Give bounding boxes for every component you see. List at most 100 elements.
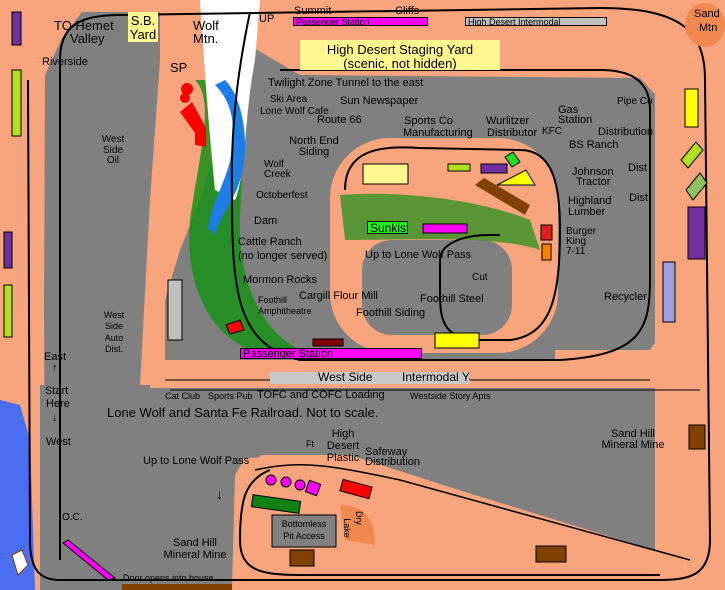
oil-tank [180, 93, 190, 103]
cattle-ranch-1: Cattle Ranch [238, 236, 302, 248]
west-side-auto-3: Auto [104, 333, 124, 343]
wurlitzer-building [480, 163, 508, 174]
wolf-creek-2: Creek [264, 169, 291, 180]
bottomless-pit-1: Bottomless [281, 519, 327, 529]
sand-hill-mine-1a: Sand Hill [610, 428, 656, 440]
north-end-1: North End [289, 135, 339, 147]
recycler-building [662, 261, 676, 323]
dist-2: Dist [629, 192, 648, 204]
dry-lake-2: Lake [341, 518, 352, 538]
ski-area: Ski Area [270, 94, 308, 105]
auto-dist-building [167, 279, 183, 341]
up-to-lone-wolf-pass-1: Up to Lone Wolf Pass [365, 249, 472, 261]
dry-lake-1: Dry [354, 511, 364, 525]
safeway-2: Distribution [365, 456, 421, 468]
twilight-zone-tunnel: Twilight Zone Tunnel to the east [268, 77, 424, 89]
wolf-creek-1: Wolf [264, 159, 284, 170]
west-side: West Side [270, 372, 400, 384]
valley: Valley [70, 31, 105, 46]
staging-yard-line2: (scenic, not hidden) [343, 56, 457, 71]
kfc-building [504, 151, 521, 168]
distribution-building [680, 141, 704, 169]
high-desert-intermodal: High Desert Intermodal [465, 17, 607, 26]
sports-co-1: Sports Co [404, 115, 453, 127]
railroad-title: Lone Wolf and Santa Fe Railroad. Not to … [107, 405, 379, 420]
sports-pub: Sports Pub [208, 391, 253, 401]
wolf-mtn-1: Wolf [193, 18, 219, 33]
sb-yard-block [128, 12, 158, 42]
west-side-oil-2: Side [102, 145, 123, 156]
sand-hill-mine-2b: Mineral Mine [163, 549, 227, 561]
up-to-lone-wolf-pass-2: Up to Lone Wolf Pass [143, 455, 250, 467]
seven-eleven-building [541, 243, 552, 261]
ocean [0, 400, 35, 590]
safeway-1: Safeway [365, 446, 408, 458]
ship-icon [11, 549, 29, 576]
north-end-2: Siding [298, 146, 330, 158]
wurlitzer-2: Distributor [487, 127, 538, 139]
plastic-silo [280, 476, 292, 488]
sports-co-building [447, 163, 471, 172]
distribution: Distribution [598, 126, 654, 138]
johnson-tractor-building [496, 169, 536, 186]
cargill-building [312, 338, 344, 347]
west-side-oil-1: West [101, 134, 125, 145]
passenger-station: Passenger Station [240, 348, 422, 359]
pipe-co-building [684, 88, 699, 128]
sand-hill-mine-2a: Sand Hill [172, 537, 218, 549]
west-side-auto-2: Side [104, 321, 123, 331]
dam: Dam [254, 215, 278, 227]
safeway-building [339, 478, 373, 500]
sb-yard-1: S.B. [130, 13, 156, 28]
sports-co-2: Manufacturing [403, 127, 473, 139]
amphitheatre [225, 319, 245, 335]
recycler: Recycler [604, 291, 647, 303]
johnson-tractor-1: Johnson [572, 166, 614, 178]
plastic-silo [265, 474, 277, 486]
foothill-steel: Foothill Steel [420, 293, 484, 305]
bs-ranch: BS Ranch [569, 139, 619, 151]
inner-magenta-building [422, 223, 468, 234]
floor-lower [40, 385, 700, 590]
foothill-amphitheatre-2: Amphitheatre [258, 306, 312, 316]
up-label: UP [259, 13, 275, 25]
sun-newspaper: Sun Newspaper [340, 95, 419, 107]
oc-label: O.C. [62, 512, 83, 523]
cut: Cut [472, 272, 488, 283]
route-66: Route 66 [317, 114, 362, 126]
sand-mtn [685, 3, 725, 47]
sunkist: Sunkist [367, 221, 408, 234]
riverside-building-4 [3, 284, 13, 338]
sp: SP [170, 60, 188, 75]
sand-mtn-2: Mtn [699, 22, 718, 34]
intermodal-yard: Intermodal Yard [400, 372, 470, 384]
wurlitzer-1: Wurlitzer [486, 115, 530, 127]
wolf-mtn-2: Mtn. [193, 31, 219, 46]
octoberfest: Octoberfest [256, 190, 308, 201]
staging-yard-line1: High Desert Staging Yard [326, 42, 474, 57]
west-side-oil-building [180, 102, 206, 147]
burger-king-2: King [566, 236, 587, 247]
plastic-building [304, 479, 322, 497]
hdp-1: High [331, 428, 355, 440]
staging-yard-block [300, 40, 500, 70]
foothill-amphitheatre-1: Foothill [258, 295, 288, 305]
dry-lake [340, 505, 375, 545]
dist-building-2 [687, 206, 706, 260]
sb-yard-2: Yard [129, 27, 157, 42]
pipe-co: Pipe Co [617, 96, 653, 107]
cattle-ranch-2: (no longer served) [238, 250, 328, 262]
arrow-down-pass-icon: ↓ [216, 486, 223, 502]
kfc: KFC [542, 126, 562, 137]
highland-lumber-building [475, 178, 530, 215]
bottomless-pit-2: Pit Access [283, 531, 325, 541]
sand-hill-mine-building-3 [688, 424, 706, 450]
westside-story-apts: Westside Story Apts [410, 391, 491, 401]
plastic-silo [294, 479, 306, 491]
riverside-building-1 [11, 11, 22, 46]
arrow-down-icon: ↓ [52, 412, 58, 424]
highland-lumber-1: Highland [568, 195, 612, 207]
gas-station-2: Station [558, 114, 593, 126]
foothill-steel-building [434, 332, 480, 349]
